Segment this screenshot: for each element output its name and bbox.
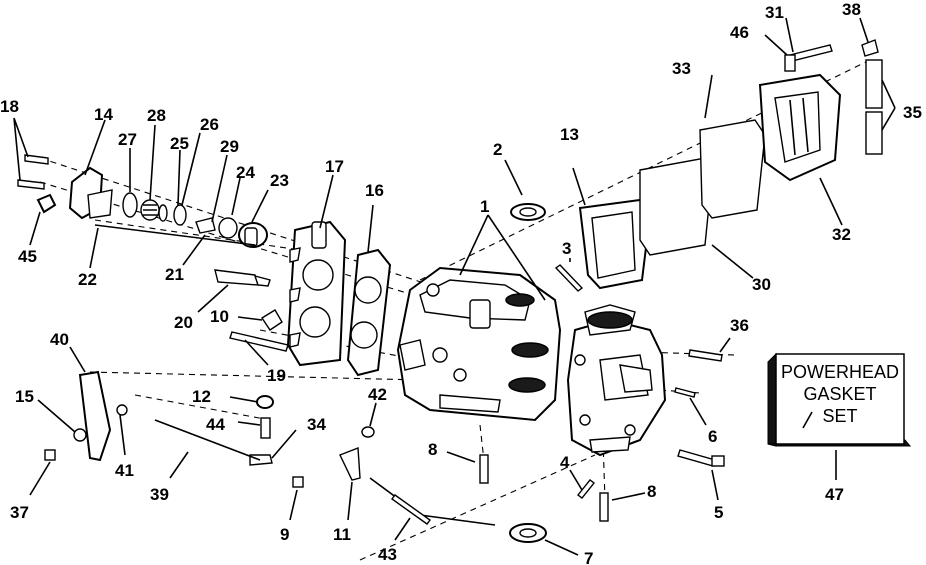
callout-3: 3 bbox=[562, 239, 571, 258]
gasket-set-line3: SET bbox=[822, 406, 857, 426]
callout-40: 40 bbox=[50, 330, 69, 349]
wire-clamp bbox=[261, 309, 283, 331]
exhaust-cover bbox=[758, 73, 842, 182]
thermostat-cover-bolts bbox=[17, 154, 57, 214]
screw-37 bbox=[44, 449, 56, 461]
dowel-pin-4 bbox=[577, 479, 595, 499]
callout-47: 47 bbox=[825, 485, 844, 504]
callout-12: 12 bbox=[192, 387, 211, 406]
callout-11: 11 bbox=[333, 525, 351, 544]
hoses-35 bbox=[865, 59, 883, 155]
dowel-pin-3 bbox=[554, 264, 584, 292]
callout-15: 15 bbox=[15, 387, 34, 406]
callout-45: 45 bbox=[18, 247, 37, 266]
callout-2: 2 bbox=[493, 140, 502, 159]
cylinder-block bbox=[396, 266, 562, 422]
callout-22: 22 bbox=[78, 270, 97, 289]
callout-41: 41 bbox=[115, 461, 134, 480]
seal-7 bbox=[509, 523, 547, 543]
callout-31: 31 bbox=[765, 3, 784, 22]
callout-8-upper: 8 bbox=[428, 440, 437, 459]
callout-14: 14 bbox=[94, 105, 113, 124]
callout-28: 28 bbox=[147, 106, 166, 125]
gasket-set-line1: POWERHEAD bbox=[781, 362, 899, 382]
washer-42 bbox=[361, 426, 375, 438]
callout-26: 26 bbox=[200, 115, 219, 134]
callout-32: 32 bbox=[832, 225, 851, 244]
pin-6 bbox=[674, 387, 696, 398]
callout-9: 9 bbox=[280, 525, 289, 544]
fitting-bolts-31-46 bbox=[784, 39, 879, 72]
screw-44 bbox=[260, 417, 271, 439]
link-34 bbox=[249, 454, 273, 466]
callout-13: 13 bbox=[560, 125, 579, 144]
exhaust-cover-gasket bbox=[578, 198, 652, 290]
screw-9 bbox=[292, 476, 304, 488]
callout-39: 39 bbox=[150, 485, 169, 504]
spark-plug bbox=[214, 269, 271, 287]
callout-8-lower: 8 bbox=[647, 482, 656, 501]
callout-43: 43 bbox=[378, 545, 397, 564]
callout-18: 18 bbox=[0, 97, 19, 116]
throttle-lever-40 bbox=[73, 370, 128, 462]
gasket-set-box: POWERHEAD GASKET SET bbox=[767, 352, 912, 447]
callout-23: 23 bbox=[270, 171, 289, 190]
callout-6: 6 bbox=[708, 427, 717, 446]
bolt-36 bbox=[688, 349, 723, 362]
crankcase bbox=[566, 304, 667, 457]
callout-7: 7 bbox=[584, 549, 593, 565]
callout-42: 42 bbox=[368, 385, 387, 404]
callout-34: 34 bbox=[307, 415, 326, 434]
nut-12 bbox=[256, 395, 274, 409]
bracket-11 bbox=[339, 447, 361, 481]
callout-17: 17 bbox=[325, 157, 344, 176]
callout-19: 19 bbox=[267, 366, 286, 385]
thermostat-gasket-line bbox=[94, 224, 256, 246]
callout-4: 4 bbox=[560, 453, 570, 472]
cylinder-head bbox=[286, 220, 347, 367]
callout-27: 27 bbox=[118, 130, 137, 149]
bolt-5 bbox=[677, 449, 725, 467]
callout-21: 21 bbox=[165, 265, 184, 284]
head-bolt bbox=[229, 331, 289, 352]
link-rod-39 bbox=[154, 419, 261, 461]
callout-16: 16 bbox=[365, 181, 384, 200]
callout-29: 29 bbox=[220, 137, 239, 156]
exhaust-plate bbox=[639, 119, 766, 256]
callout-20: 20 bbox=[174, 313, 193, 332]
cylinder-head-gasket bbox=[346, 248, 392, 377]
callout-10: 10 bbox=[210, 307, 229, 326]
callout-37: 37 bbox=[10, 503, 29, 522]
callout-1: 1 bbox=[480, 197, 489, 216]
leader-lines bbox=[13, 17, 896, 556]
callout-24: 24 bbox=[236, 163, 255, 182]
callout-46: 46 bbox=[730, 23, 749, 42]
callout-36: 36 bbox=[730, 316, 749, 335]
callout-5: 5 bbox=[714, 503, 723, 522]
callout-44: 44 bbox=[206, 415, 225, 434]
seal-2 bbox=[510, 203, 546, 221]
callout-33: 33 bbox=[672, 59, 691, 78]
stud-8 bbox=[479, 454, 609, 522]
thermostat-parts bbox=[122, 192, 268, 248]
callout-25: 25 bbox=[170, 134, 189, 153]
gasket-set-line2: GASKET bbox=[803, 384, 876, 404]
thermostat-housing bbox=[68, 166, 113, 220]
callout-35: 35 bbox=[903, 103, 922, 122]
throttle-cable-43 bbox=[369, 477, 496, 526]
callout-38: 38 bbox=[842, 0, 861, 19]
callout-30: 30 bbox=[752, 275, 771, 294]
